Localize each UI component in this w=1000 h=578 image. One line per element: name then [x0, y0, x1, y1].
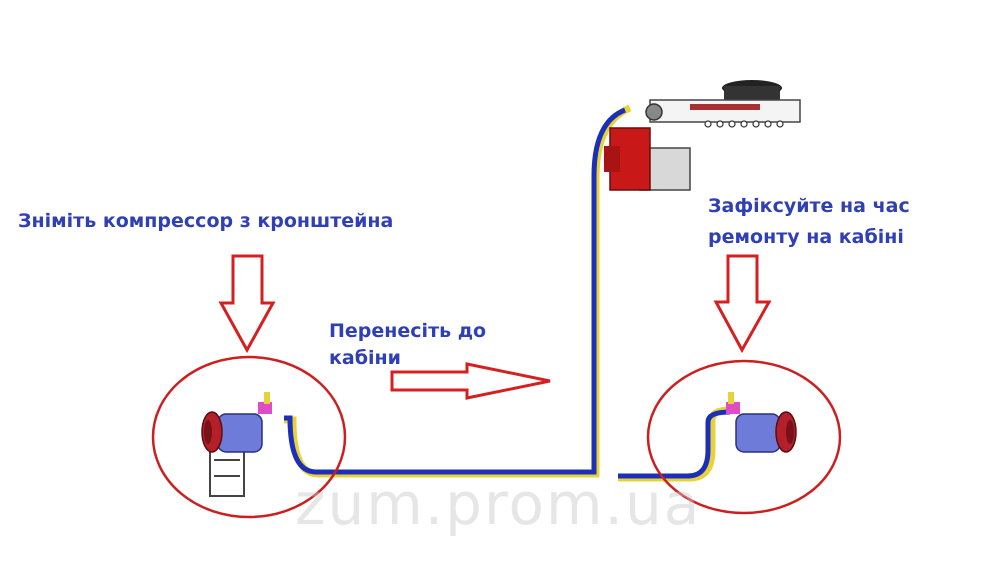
label-remove-compressor: Зніміть компрессор з кронштейна — [18, 210, 394, 232]
left-highlight-circle — [151, 355, 347, 519]
right-arrow-icon — [390, 362, 551, 400]
down-arrow-icon-right — [713, 254, 772, 354]
hose-blue-left — [284, 107, 627, 475]
roof-ac-unit-icon — [604, 80, 801, 191]
watermark: zum.prom.ua — [295, 470, 702, 538]
label-move-to-cab-line2: кабіни — [329, 347, 401, 369]
right-highlight-circle — [646, 359, 842, 515]
compressor-icon-left — [201, 392, 272, 497]
label-fix-line1: Зафіксуйте на час — [708, 195, 910, 217]
label-move-to-cab-line1: Перенесіть до — [329, 320, 487, 342]
down-arrow-icon-left — [218, 254, 276, 354]
compressor-icon-right — [726, 392, 797, 453]
hose-blue-right — [618, 409, 731, 479]
hose-blue-right-yellow — [618, 406, 731, 482]
label-fix-line2: ремонту на кабіні — [708, 226, 904, 248]
hose-yellow — [284, 104, 632, 478]
